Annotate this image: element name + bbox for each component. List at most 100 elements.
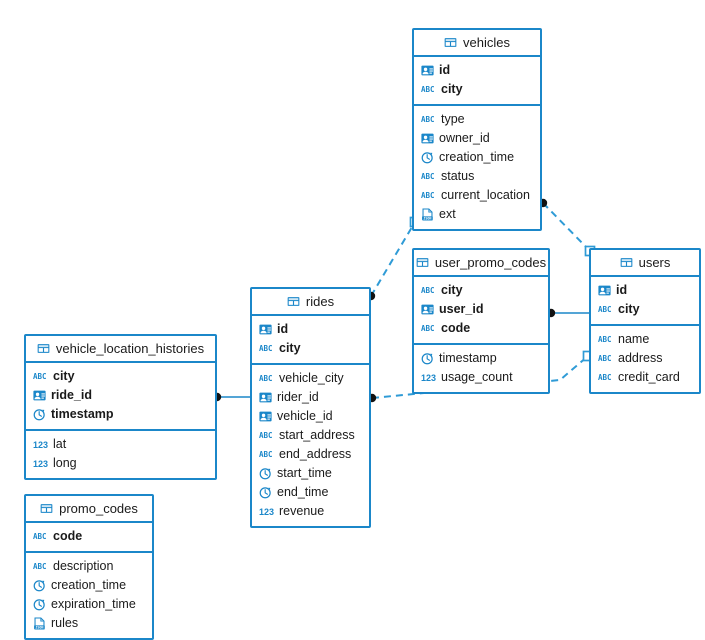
field-label: id: [616, 283, 628, 298]
field-row[interactable]: creation_time: [26, 576, 152, 595]
field-label: lat: [53, 437, 67, 452]
field-row[interactable]: id: [591, 281, 699, 300]
clock-icon: [421, 352, 434, 365]
field-label: city: [441, 82, 463, 97]
field-row[interactable]: id: [252, 320, 369, 339]
relationship-vehicles-to-users[interactable]: [538, 198, 596, 257]
field-label: vehicle_city: [279, 371, 344, 386]
id-card-icon: [259, 391, 272, 404]
field-row[interactable]: JSON rules: [26, 614, 152, 633]
clock-icon: [421, 151, 434, 164]
id-card-icon: [259, 323, 272, 336]
table-name-label: rides: [305, 294, 335, 309]
field-label: timestamp: [439, 351, 497, 366]
field-label: start_address: [279, 428, 355, 443]
field-row[interactable]: owner_id: [414, 129, 540, 148]
field-row[interactable]: start_time: [252, 464, 369, 483]
field-row[interactable]: expiration_time: [26, 595, 152, 614]
field-row[interactable]: end_time: [252, 483, 369, 502]
field-row[interactable]: creation_time: [414, 148, 540, 167]
field-row[interactable]: vehicle_id: [252, 407, 369, 426]
field-label: current_location: [441, 188, 530, 203]
table-title-vehicle_location_histories[interactable]: vehicle_location_histories: [26, 336, 215, 363]
svg-text:JSON: JSON: [35, 625, 43, 629]
table-name-label: user_promo_codes: [434, 255, 547, 270]
number-123-icon: 123: [33, 459, 49, 469]
table-icon: [620, 256, 633, 269]
field-row[interactable]: 123 usage_count: [414, 368, 548, 387]
table-title-rides[interactable]: rides: [252, 289, 369, 316]
table-name-label: vehicle_location_histories: [55, 341, 205, 356]
field-label: name: [618, 332, 650, 347]
field-label: id: [439, 63, 451, 78]
relationship-line: [370, 221, 416, 297]
clock-icon: [33, 579, 46, 592]
field-row[interactable]: ABC description: [26, 557, 152, 576]
relationship-user_promo_codes-to-users[interactable]: [546, 308, 589, 318]
clock-icon: [259, 467, 272, 480]
id-card-icon: [421, 303, 434, 316]
table-title-users[interactable]: users: [591, 250, 699, 277]
field-row[interactable]: ABC city: [252, 339, 369, 358]
field-row[interactable]: rider_id: [252, 388, 369, 407]
abc-text-icon: ABC: [259, 344, 273, 353]
table-title-user_promo_codes[interactable]: user_promo_codes: [414, 250, 548, 277]
abc-text-icon: ABC: [421, 286, 435, 295]
field-row[interactable]: timestamp: [26, 405, 215, 424]
field-label: status: [441, 169, 475, 184]
number-123-icon: 123: [259, 507, 275, 517]
id-card-icon: [421, 132, 434, 145]
field-label: description: [53, 559, 114, 574]
relationship-vehicle_location_histories-to-rides[interactable]: [212, 392, 250, 402]
abc-text-icon: ABC: [259, 450, 273, 459]
field-label: city: [441, 283, 463, 298]
field-row[interactable]: id: [414, 61, 540, 80]
field-label: user_id: [439, 302, 484, 317]
field-label: city: [279, 341, 301, 356]
field-label: usage_count: [441, 370, 513, 385]
field-label: rules: [51, 616, 79, 631]
table-title-promo_codes[interactable]: promo_codes: [26, 496, 152, 523]
field-row[interactable]: timestamp: [414, 349, 548, 368]
abc-text-icon: ABC: [421, 324, 435, 333]
field-label: owner_id: [439, 131, 490, 146]
number-123-icon: 123: [421, 373, 437, 383]
table-title-vehicles[interactable]: vehicles: [414, 30, 540, 57]
field-label: timestamp: [51, 407, 114, 422]
field-label: address: [618, 351, 663, 366]
field-label: code: [53, 529, 83, 544]
id-card-icon: [33, 389, 46, 402]
field-row[interactable]: user_id: [414, 300, 548, 319]
field-row[interactable]: ABC city: [414, 281, 548, 300]
field-row[interactable]: ride_id: [26, 386, 215, 405]
abc-text-icon: ABC: [33, 562, 47, 571]
